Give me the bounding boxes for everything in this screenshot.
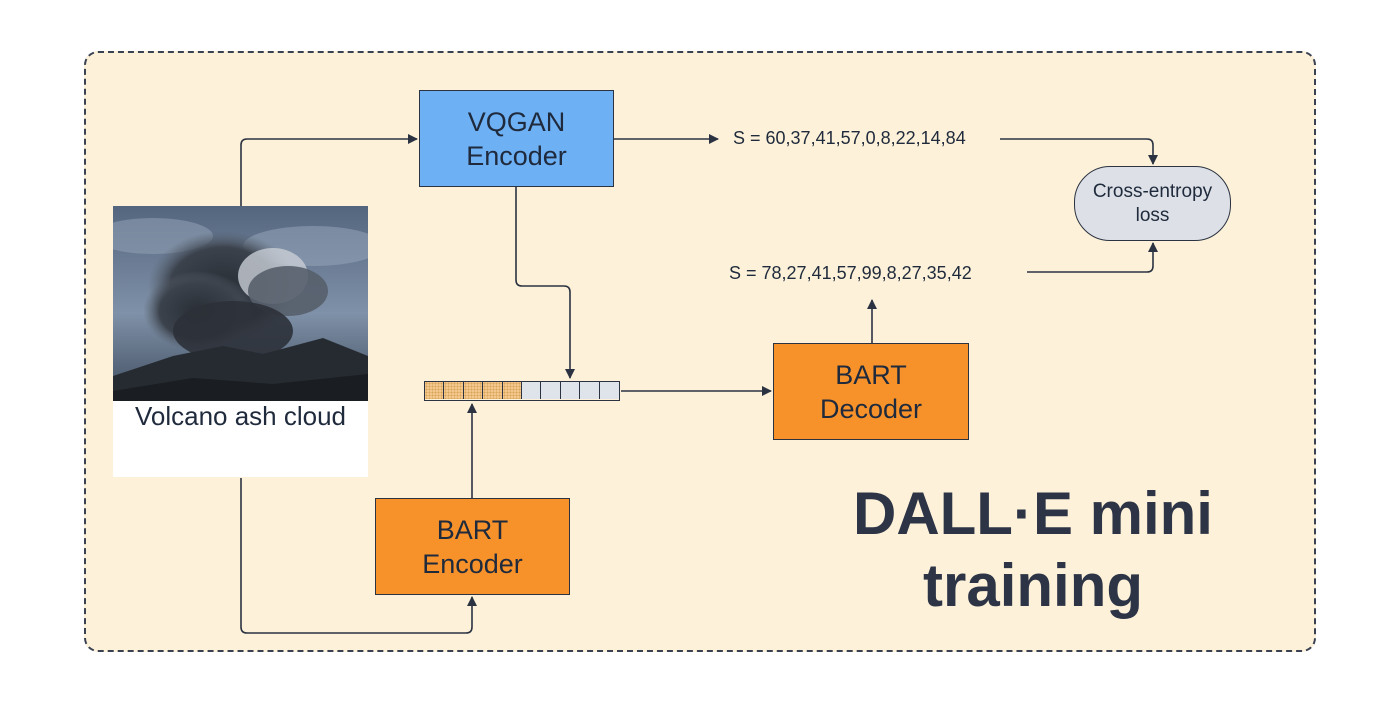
- text-token: [483, 382, 503, 399]
- bart-decoder-line1: BART: [835, 359, 907, 390]
- bart-encoder-line2: Encoder: [422, 548, 523, 579]
- bart-decoder-line2: Decoder: [819, 393, 923, 424]
- image-token: [599, 382, 619, 399]
- arrow-image-to-vqgan: [240, 134, 418, 206]
- input-caption: Volcano ash cloud: [134, 401, 347, 431]
- bart-decoder-block: BART Decoder: [773, 343, 969, 440]
- input-image-card: Volcano ash cloud: [113, 206, 368, 477]
- diagram-title: DALL·E mini training: [778, 478, 1288, 622]
- image-token: [521, 382, 542, 399]
- predicted-sequence: S = 78,27,41,57,99,8,27,35,42: [729, 263, 972, 283]
- target-sequence: S = 60,37,41,57,0,8,22,14,84: [733, 128, 966, 148]
- text-token: [502, 382, 522, 399]
- image-token: [580, 382, 600, 399]
- cross-entropy-loss-node: Cross-entropy loss: [1074, 166, 1231, 241]
- bart-encoder-line1: BART: [436, 514, 509, 545]
- arrow-predicted-to-loss: [1027, 242, 1158, 273]
- bart-encoder-block: BART Encoder: [375, 498, 570, 595]
- arrow-caption-to-bart-encoder: [240, 478, 477, 634]
- loss-line2: loss: [1135, 204, 1170, 226]
- text-token: [463, 382, 484, 399]
- vqgan-encoder-line2: Encoder: [466, 140, 567, 171]
- arrow-vqgan-to-strip: [515, 187, 575, 379]
- arrow-target-to-loss: [1000, 138, 1158, 165]
- text-token: [444, 382, 464, 399]
- vqgan-encoder-block: VQGAN Encoder: [419, 90, 614, 187]
- image-token: [560, 382, 581, 399]
- token-strip: [424, 381, 620, 401]
- title-line1: DALL·E mini: [853, 480, 1213, 547]
- loss-line1: Cross-entropy: [1092, 180, 1213, 202]
- image-token: [541, 382, 561, 399]
- text-token: [425, 382, 445, 399]
- title-line2: training: [923, 552, 1143, 619]
- vqgan-encoder-line1: VQGAN: [467, 106, 566, 137]
- volcano-photo: [113, 206, 368, 401]
